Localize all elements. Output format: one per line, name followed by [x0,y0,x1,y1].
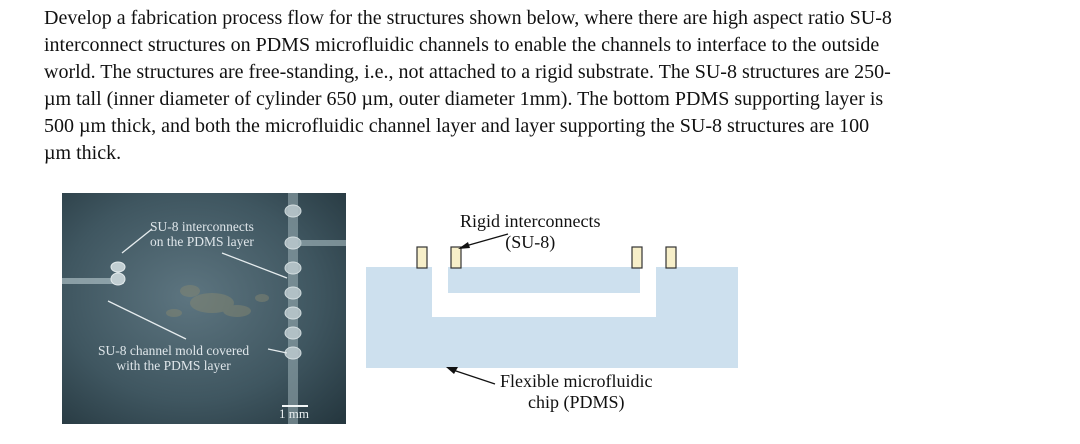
label-line: Flexible microfluidic [500,371,653,391]
photo-label-line: with the PDMS layer [116,358,231,373]
label-flexible-chip: Flexible microfluidic chip (PDMS) [500,371,652,413]
label-line: (SU-8) [505,232,556,252]
problem-statement: Develop a fabrication process flow for t… [44,5,1044,167]
pdms-chip-shape [366,267,738,368]
photo-label-interconnects: SU-8 interconnects on the PDMS layer [150,219,254,249]
problem-line: interconnect structures on PDMS microflu… [44,34,880,56]
problem-line: µm tall (inner diameter of cylinder 650 … [44,88,884,110]
su8-interconnect-right-outer [665,246,677,269]
cross-section-svg [366,233,738,385]
su8-interconnect-left-outer [416,246,428,269]
label-rigid-interconnects: Rigid interconnects (SU-8) [460,211,600,253]
photo-label-mold: SU-8 channel mold covered with the PDMS … [98,343,249,373]
problem-line: Develop a fabrication process flow for t… [44,7,892,29]
su8-interconnect-left-inner [450,246,462,269]
device-photo: SU-8 interconnects on the PDMS layer SU-… [62,193,346,424]
photo-label-line: SU-8 channel mold covered [98,343,250,358]
device-photo-image [62,193,346,424]
su8-interconnect-right-inner [631,246,643,269]
photo-label-line: SU-8 interconnects [150,219,254,234]
problem-line: 500 µm thick, and both the microfluidic … [44,115,870,137]
cross-section-diagram: Rigid interconnects (SU-8) Flexible micr… [350,193,1080,439]
problem-line: world. The structures are free-standing,… [44,61,891,83]
photo-label-line: on the PDMS layer [150,234,254,249]
scale-bar-label: 1 mm [279,406,309,421]
label-line: chip (PDMS) [527,392,625,412]
label-line: Rigid interconnects [460,211,601,231]
problem-line: µm thick. [44,142,122,164]
pdms-channel-strip [448,267,640,293]
